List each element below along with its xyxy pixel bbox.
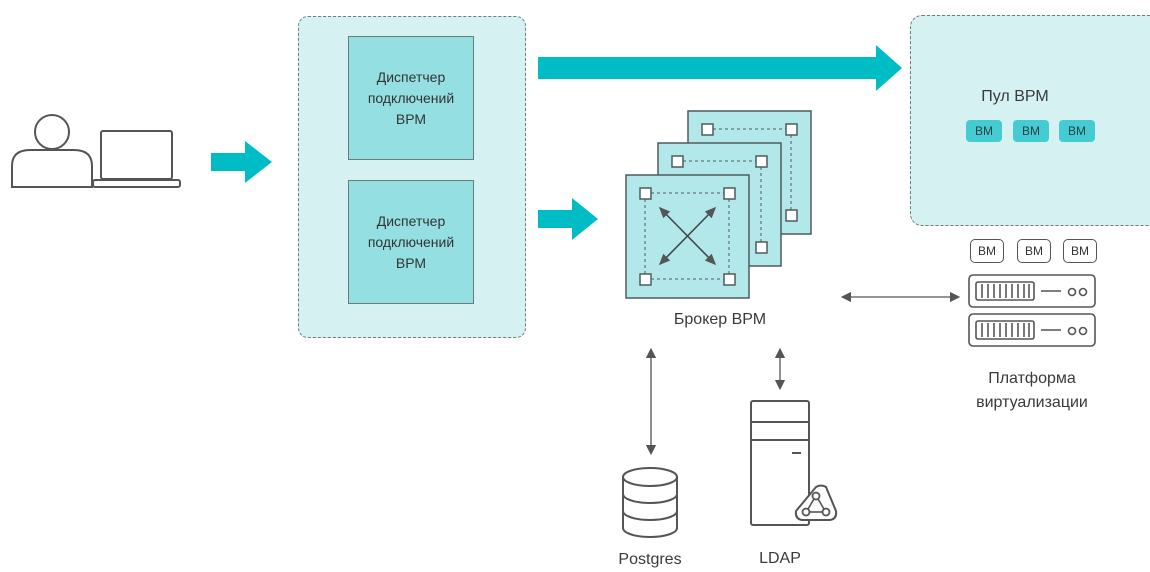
platform-vm-3: ВМ (1063, 239, 1097, 263)
platform-vm-2: ВМ (1017, 239, 1051, 263)
vm-pool-vm-2: ВМ (1013, 120, 1049, 142)
server-unit-icon (968, 313, 1096, 347)
ldap-triangle-icon (794, 484, 838, 521)
vm-pool-vm-1: ВМ (966, 120, 1002, 142)
database-icon (622, 467, 678, 538)
laptop-icon (92, 130, 181, 188)
ldap-server-icon (750, 400, 810, 526)
managers-to-pool-arrow (538, 45, 902, 91)
vm-pool-vm-3: ВМ (1059, 120, 1095, 142)
connection-manager-box-1: Диспетчер подключений ВРМ (348, 36, 474, 160)
broker-label: Брокер ВРМ (673, 311, 767, 328)
server-unit-icon (968, 274, 1096, 308)
ldap-label: LDAP (759, 550, 801, 567)
platform-vm-1: ВМ (970, 239, 1004, 263)
managers-to-broker-arrow (538, 198, 598, 240)
broker-stack-icon (625, 110, 812, 299)
connection-manager-box-2: Диспетчер подключений ВРМ (348, 180, 474, 304)
virtualization-platform-label: Платформа виртуализации (976, 370, 1088, 411)
user-to-managers-arrow (211, 141, 272, 183)
postgres-label: Postgres (618, 551, 682, 568)
vm-pool-title: Пул ВРМ (981, 88, 1049, 105)
user-icon (11, 114, 93, 188)
